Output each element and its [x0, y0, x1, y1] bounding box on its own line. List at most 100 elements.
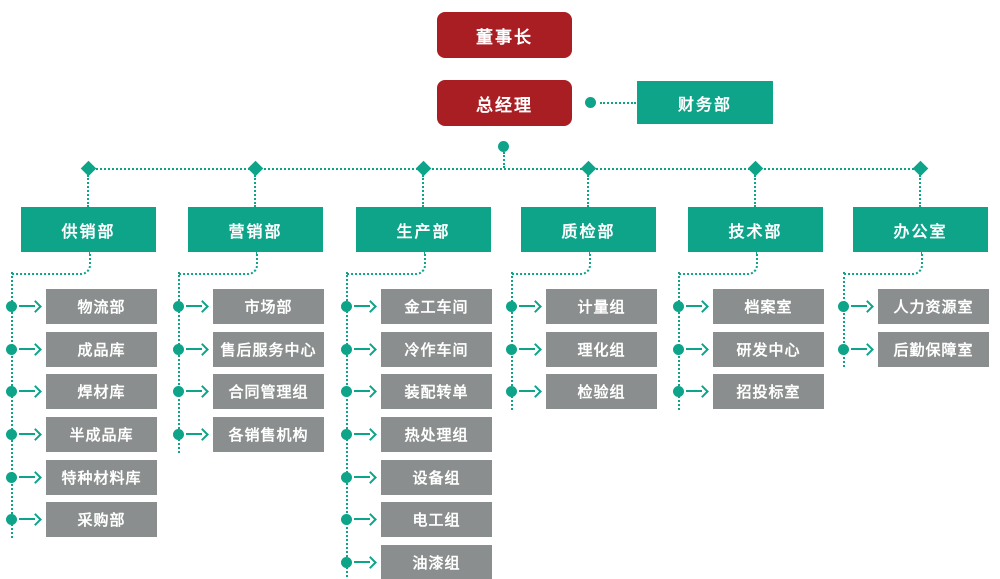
- arrow-shaft: [686, 305, 702, 307]
- org-item: 电工组: [341, 502, 492, 537]
- unit-box: 检验组: [546, 374, 657, 409]
- arrow-head-icon: [196, 343, 209, 356]
- arrow-shaft: [186, 348, 202, 350]
- arrow-shaft: [686, 390, 702, 392]
- unit-box: 油漆组: [381, 545, 492, 579]
- dotted-connector: [600, 102, 636, 104]
- arrow-head-icon: [196, 300, 209, 313]
- arrow-shaft: [354, 518, 370, 520]
- unit-box: 成品库: [46, 332, 157, 367]
- elbow-connector: [512, 252, 591, 275]
- arrow-shaft: [354, 348, 370, 350]
- arrow-head-icon: [364, 471, 377, 484]
- arrow-shaft: [519, 390, 535, 392]
- unit-box: 各销售机构: [213, 417, 324, 452]
- node-dot: [173, 429, 184, 440]
- main-branch-line: [89, 168, 922, 170]
- unit-box: 物流部: [46, 289, 157, 324]
- arrow-head-icon: [529, 385, 542, 398]
- org-item: 人力资源室: [838, 289, 989, 324]
- dotted-connector: [254, 175, 256, 207]
- node-dot: [6, 472, 17, 483]
- node-dot: [173, 386, 184, 397]
- unit-box: 研发中心: [713, 332, 824, 367]
- arrow-shaft: [186, 305, 202, 307]
- branch-diamond-icon: [580, 160, 597, 177]
- unit-box: 装配转单: [381, 374, 492, 409]
- org-item: 研发中心: [673, 332, 824, 367]
- unit-box: 招投标室: [713, 374, 824, 409]
- dotted-connector: [87, 175, 89, 207]
- node-dot: [506, 386, 517, 397]
- department-box: 技术部: [688, 207, 823, 252]
- dotted-connector: [503, 152, 505, 168]
- arrow-shaft: [354, 433, 370, 435]
- arrow-shaft: [186, 433, 202, 435]
- arrow-shaft: [354, 390, 370, 392]
- org-item: 冷作车间: [341, 332, 492, 367]
- elbow-connector: [679, 252, 758, 275]
- elbow-connector: [12, 252, 91, 275]
- chairman-box: 董事长: [437, 12, 572, 58]
- arrow-head-icon: [529, 300, 542, 313]
- node-dot: [673, 344, 684, 355]
- node-dot: [838, 344, 849, 355]
- unit-box: 采购部: [46, 502, 157, 537]
- arrow-head-icon: [364, 513, 377, 526]
- arrow-head-icon: [529, 343, 542, 356]
- arrow-shaft: [354, 476, 370, 478]
- elbow-connector: [844, 252, 923, 275]
- org-item: 后勤保障室: [838, 332, 989, 367]
- node-dot: [506, 301, 517, 312]
- node-dot: [506, 344, 517, 355]
- elbow-connector: [347, 252, 426, 275]
- org-item: 招投标室: [673, 374, 824, 409]
- arrow-shaft: [19, 390, 35, 392]
- node-dot: [341, 344, 352, 355]
- unit-box: 合同管理组: [213, 374, 324, 409]
- arrow-head-icon: [861, 343, 874, 356]
- org-item: 档案室: [673, 289, 824, 324]
- node-dot: [341, 386, 352, 397]
- org-item: 合同管理组: [173, 374, 324, 409]
- arrow-shaft: [519, 305, 535, 307]
- arrow-shaft: [354, 561, 370, 563]
- org-item: 设备组: [341, 460, 492, 495]
- node-dot: [173, 344, 184, 355]
- unit-box: 市场部: [213, 289, 324, 324]
- arrow-head-icon: [29, 513, 42, 526]
- arrow-shaft: [186, 390, 202, 392]
- branch-diamond-icon: [912, 160, 929, 177]
- rail-connector: [178, 272, 180, 453]
- node-dot: [838, 301, 849, 312]
- department-box: 质检部: [521, 207, 656, 252]
- arrow-shaft: [354, 305, 370, 307]
- unit-box: 后勤保障室: [878, 332, 989, 367]
- node-dot: [341, 472, 352, 483]
- dotted-connector: [754, 175, 756, 207]
- node-dot: [6, 514, 17, 525]
- arrow-shaft: [19, 305, 35, 307]
- department-box: 办公室: [853, 207, 988, 252]
- arrow-head-icon: [29, 343, 42, 356]
- department-box: 供销部: [21, 207, 156, 252]
- org-item: 油漆组: [341, 545, 492, 579]
- rail-connector: [346, 272, 348, 579]
- connector-dot: [498, 141, 509, 152]
- node-dot: [341, 301, 352, 312]
- arrow-head-icon: [364, 343, 377, 356]
- unit-box: 理化组: [546, 332, 657, 367]
- node-dot: [6, 429, 17, 440]
- org-item: 半成品库: [6, 417, 157, 452]
- rail-connector: [843, 272, 845, 367]
- arrow-head-icon: [364, 556, 377, 569]
- dotted-connector: [422, 175, 424, 207]
- node-dot: [673, 301, 684, 312]
- node-dot: [173, 301, 184, 312]
- org-item: 焊材库: [6, 374, 157, 409]
- dotted-connector: [587, 175, 589, 207]
- department-box: 生产部: [356, 207, 491, 252]
- dotted-connector: [919, 175, 921, 207]
- arrow-shaft: [19, 348, 35, 350]
